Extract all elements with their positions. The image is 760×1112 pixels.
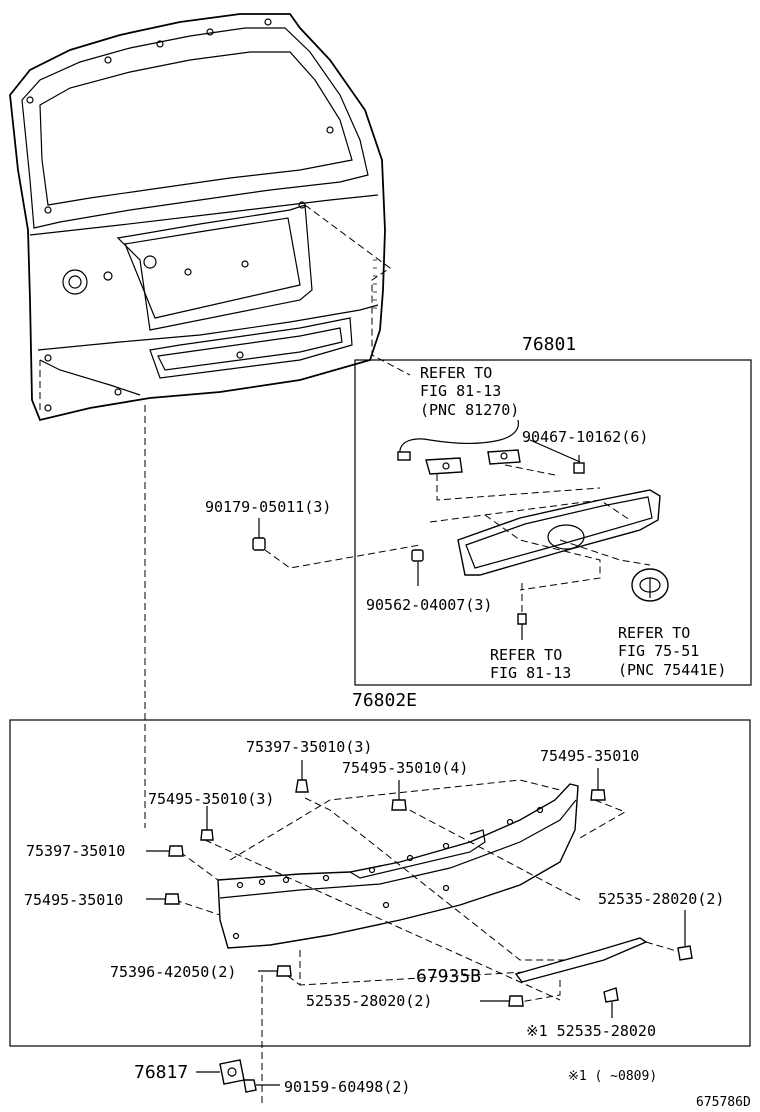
part-label-90467: 90467-10162(6) xyxy=(522,428,648,446)
part-label-90562: 90562-04007(3) xyxy=(366,596,492,614)
svg-text:REFER TO: REFER TO xyxy=(618,624,690,642)
back-door-garnish xyxy=(429,489,661,591)
svg-text:FIG 81-13: FIG 81-13 xyxy=(420,382,501,400)
svg-text:FIG 81-13: FIG 81-13 xyxy=(490,664,571,682)
clip-75495-3 xyxy=(200,806,214,841)
toyota-emblem xyxy=(631,568,669,602)
assembly-box-76801: 76801 xyxy=(354,334,752,686)
assembly-number-76802E: 76802E xyxy=(352,690,417,711)
part-label-75495-right: 75495-35010 xyxy=(540,747,639,765)
bracket-76817 xyxy=(196,975,280,1105)
strip-67935B xyxy=(514,937,681,1003)
part-label-75397-3: 75397-35010(3) xyxy=(246,738,372,756)
clip-75495-right xyxy=(590,768,606,801)
svg-text:(PNC 81270): (PNC 81270) xyxy=(420,401,519,419)
refer-note-bolt: REFER TO FIG 81-13 xyxy=(490,646,571,682)
door-leader-lines xyxy=(39,204,411,828)
nut-90179 xyxy=(252,518,421,569)
footnote: ※1 ( ~0809) xyxy=(568,1069,657,1084)
fastener-90467 xyxy=(529,439,585,474)
svg-text:(PNC 75441E): (PNC 75441E) xyxy=(618,661,726,679)
refer-note-wire: REFER TO FIG 81-13 (PNC 81270) xyxy=(420,364,519,419)
assembly-box-76802E: 76802E xyxy=(9,690,751,1047)
license-lamp-wire xyxy=(397,419,601,501)
part-label-75397: 75397-35010 xyxy=(26,842,125,860)
svg-text:REFER TO: REFER TO xyxy=(420,364,492,382)
part-label-90159: 90159-60498(2) xyxy=(284,1078,410,1096)
part-label-75495-3: 75495-35010(3) xyxy=(148,790,274,808)
clip-75495-4 xyxy=(391,780,407,811)
part-label-52535-note: ※1 52535-28020 xyxy=(526,1022,656,1040)
assembly-number-76801: 76801 xyxy=(522,334,576,355)
rear-spoiler-garnish xyxy=(174,779,627,1001)
part-label-75495-4: 75495-35010(4) xyxy=(342,759,468,777)
svg-text:REFER TO: REFER TO xyxy=(490,646,562,664)
clip-75397-top xyxy=(295,760,309,793)
clip-75396 xyxy=(258,965,292,977)
part-label-75396: 75396-42050(2) xyxy=(110,963,236,981)
part-label-76817: 76817 xyxy=(134,1062,188,1083)
part-label-67935B: 67935B xyxy=(416,966,481,987)
back-door-panel xyxy=(9,13,386,422)
refer-note-emblem: REFER TO FIG 75-51 (PNC 75441E) xyxy=(618,624,726,679)
clip-52535-note xyxy=(603,987,619,1018)
diagram-id: 675786D xyxy=(696,1095,751,1110)
clip-52535-bottom xyxy=(480,995,524,1007)
part-label-52535-right: 52535-28020(2) xyxy=(598,890,724,908)
part-label-75495-left: 75495-35010 xyxy=(24,891,123,909)
part-label-52535-bottom: 52535-28020(2) xyxy=(306,992,432,1010)
clip-52535-right xyxy=(677,910,693,961)
nut-90562 xyxy=(411,549,424,586)
clip-75397-left xyxy=(146,845,184,857)
part-label-90179: 90179-05011(3) xyxy=(205,498,331,516)
bolt-refer xyxy=(517,580,527,640)
svg-text:FIG 75-51: FIG 75-51 xyxy=(618,642,699,660)
clip-75495-left xyxy=(146,893,180,905)
